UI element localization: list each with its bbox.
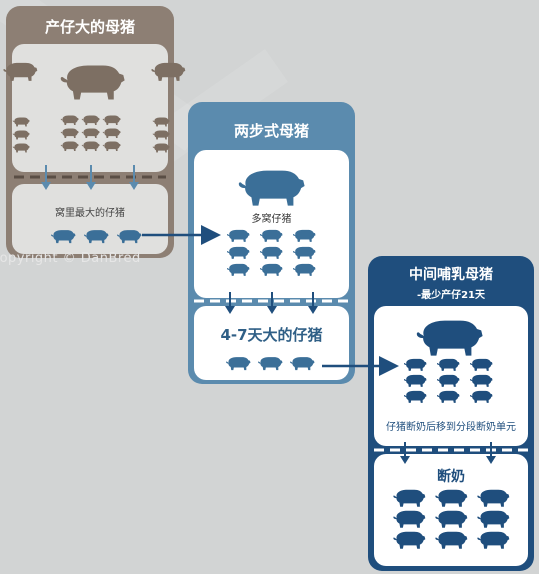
piglet-icon xyxy=(436,358,460,371)
piglet-icon xyxy=(226,263,250,276)
piglet-icon xyxy=(477,531,510,549)
card-title: 两步式母猪 xyxy=(233,122,309,140)
piglet-icon xyxy=(12,130,30,140)
piglet-icon xyxy=(258,357,283,371)
piglet-icon xyxy=(469,374,493,387)
piglet-icon xyxy=(102,128,121,139)
piglet-icon xyxy=(477,510,510,528)
sow-icon xyxy=(238,170,305,206)
card-subtitle: -最少产仔21天 xyxy=(416,290,486,301)
piglet-icon xyxy=(290,357,315,371)
card-title: 产仔大的母猪 xyxy=(44,18,135,36)
piglet-icon xyxy=(435,531,468,549)
piglet-icon xyxy=(51,230,76,244)
piglet-icon xyxy=(226,246,250,259)
panel-label: 多窝仔猪 xyxy=(251,214,292,225)
piglet-icon xyxy=(226,229,250,242)
piglet-icon xyxy=(469,358,493,371)
panel-label: 4-7天大的仔猪 xyxy=(220,326,323,344)
piglet-icon xyxy=(292,263,316,276)
piglet-icon xyxy=(259,229,283,242)
piglet-icon xyxy=(436,374,460,387)
piglet-icon xyxy=(81,115,100,126)
down-arrow-icon xyxy=(41,165,51,190)
sow-icon xyxy=(3,62,38,81)
piglet-icon xyxy=(393,489,426,507)
piglet-icon xyxy=(259,263,283,276)
piglet-icon xyxy=(469,390,493,403)
piglet-icon xyxy=(102,141,121,152)
piglet-icon xyxy=(292,246,316,259)
card-large-litter-sow: 产仔大的母猪 窝里最大的仔猪 xyxy=(6,6,174,258)
piglet-icon xyxy=(436,390,460,403)
piglet-icon xyxy=(60,141,79,152)
card-upper-panel xyxy=(12,44,168,172)
piglet-icon xyxy=(81,128,100,139)
down-arrow-icon xyxy=(400,442,410,464)
piglet-icon xyxy=(84,230,109,244)
piglet-icon xyxy=(403,358,427,371)
piglet-icon xyxy=(435,510,468,528)
piglet-icon xyxy=(60,128,79,139)
piglet-icon xyxy=(226,357,251,371)
card-lower-panel xyxy=(194,306,349,380)
watermark-text: Copyright © DanBred xyxy=(0,251,141,266)
piglet-icon xyxy=(477,489,510,507)
down-arrow-icon xyxy=(486,442,496,464)
piglet-icon xyxy=(152,130,170,140)
piglet-icon xyxy=(81,141,100,152)
piglet-icon xyxy=(393,510,426,528)
piglet-icon xyxy=(12,143,30,153)
panel-label: 断奶 xyxy=(437,469,465,485)
piglet-icon xyxy=(259,246,283,259)
piglet-icon xyxy=(403,390,427,403)
piglet-icon xyxy=(435,489,468,507)
sow-icon xyxy=(416,320,483,356)
sow-icon xyxy=(60,65,125,100)
piglet-icon xyxy=(292,229,316,242)
piglet-icon xyxy=(117,230,142,244)
down-arrow-icon xyxy=(267,292,277,314)
piglet-icon xyxy=(60,115,79,126)
panel-label: 窝里最大的仔猪 xyxy=(55,208,125,219)
sow-icon xyxy=(151,62,186,81)
down-arrow-icon xyxy=(86,165,96,190)
piglet-icon xyxy=(152,117,170,127)
piglet-icon xyxy=(403,374,427,387)
down-arrow-icon xyxy=(225,292,235,314)
down-arrow-icon xyxy=(308,292,318,314)
piglet-icon xyxy=(12,117,30,127)
down-arrow-icon xyxy=(129,165,139,190)
piglet-icon xyxy=(102,115,121,126)
panel-label: 仔猪断奶后移到分段断奶单元 xyxy=(386,422,516,433)
piglet-icon xyxy=(393,531,426,549)
card-title: 中间哺乳母猪 xyxy=(409,267,493,283)
piglet-icon xyxy=(152,143,170,153)
